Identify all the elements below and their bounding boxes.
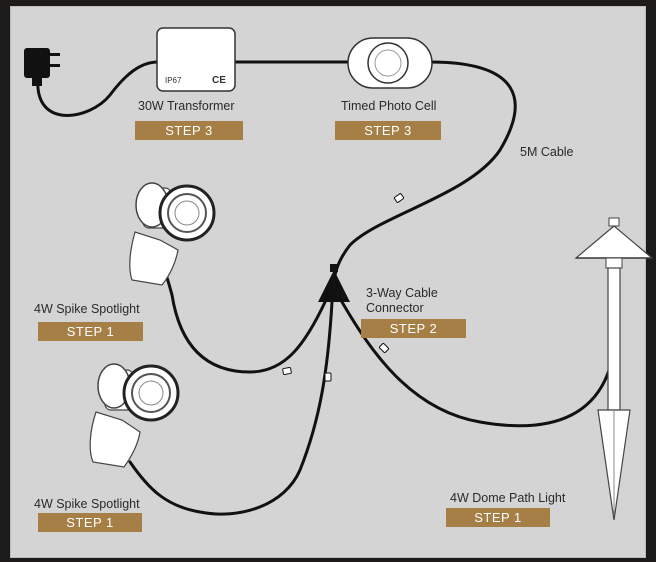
- connector-label-line1: 3-Way Cable: [366, 286, 438, 300]
- spotlight-bottom-label: 4W Spike Spotlight: [34, 497, 140, 511]
- cable-to-spotlight-top: [158, 260, 328, 374]
- cable-to-spotlight-bottom: [128, 300, 334, 516]
- spotlight-top-step-badge: STEP 1: [38, 322, 143, 341]
- transformer-icon: [156, 27, 236, 92]
- photo-cell-label: Timed Photo Cell: [341, 99, 437, 113]
- spotlight-bottom-step-badge: STEP 1: [38, 513, 142, 532]
- plug-icon: [24, 48, 60, 86]
- cable-clips: [282, 193, 405, 382]
- cable-plug-to-transformer: [36, 60, 160, 117]
- ce-mark: CE: [212, 75, 226, 86]
- path-light-step-badge: STEP 1: [446, 508, 550, 527]
- spotlight-top-label: 4W Spike Spotlight: [34, 302, 140, 316]
- photo-cell-icon: [347, 37, 433, 89]
- connector-step-badge: STEP 2: [361, 319, 466, 338]
- path-light-label: 4W Dome Path Light: [450, 491, 566, 505]
- transformer-step-badge: STEP 3: [135, 121, 243, 140]
- path-light-icon: [574, 217, 654, 521]
- clip-path-light: [378, 342, 390, 354]
- photo-cell-step-badge: STEP 3: [335, 121, 441, 140]
- clip-spot-bottom: [324, 372, 332, 382]
- ip-rating-mark: IP67: [165, 76, 182, 85]
- transformer-label: 30W Transformer: [138, 99, 235, 113]
- spotlight-top-icon: [129, 182, 216, 286]
- connector-icon: [318, 264, 350, 302]
- spotlight-bottom-icon: [89, 363, 180, 468]
- clip-5m: [393, 193, 405, 203]
- cable-5m: [332, 60, 517, 282]
- cable-label: 5M Cable: [520, 145, 574, 159]
- clip-spot-top: [282, 367, 292, 375]
- connector-label-line2: Connector: [366, 301, 424, 315]
